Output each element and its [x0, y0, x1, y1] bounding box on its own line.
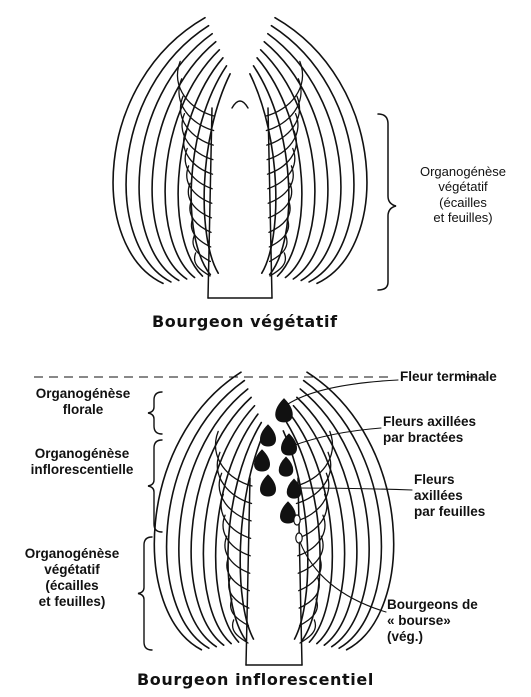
label-florale: Organogénèse florale: [28, 386, 138, 418]
label-vegetatif-bottom: Organogénèse végétatif (écailles et feui…: [14, 546, 130, 610]
bracket-inflorescentielle: [148, 440, 162, 532]
bracket-florale: [148, 392, 162, 434]
caption-inflorescence-bud: Bourgeon inflorescentiel: [137, 671, 374, 690]
bracket-vegetatif: [138, 537, 152, 650]
leaf-primordium: [227, 557, 249, 591]
leaf-primordium: [299, 557, 321, 591]
scale-arc: [154, 372, 241, 650]
scale-arc: [216, 414, 258, 642]
leaf-primordium: [297, 494, 327, 538]
flower-bud: [276, 399, 293, 422]
inflorescence-bud-drawing: [154, 372, 393, 665]
flower-bud: [261, 425, 276, 446]
label-inflorescentielle: Organogénèse inflorescentielle: [20, 446, 144, 478]
caption-vegetative-bud: Bourgeon végétatif: [152, 313, 338, 332]
vegetative-bud: [296, 533, 302, 543]
left-brackets: [138, 392, 162, 650]
leaf-primordium: [219, 473, 251, 521]
label-fleurs-feuilles: Fleurs axillées par feuilles: [414, 472, 485, 520]
leaf-primordium: [221, 494, 251, 538]
flower-bud: [261, 475, 276, 496]
scale-arc: [178, 58, 223, 276]
scale-arc: [275, 18, 367, 284]
scale-arc: [307, 372, 394, 650]
label-bourgeons-bourse: Bourgeons de « bourse» (vég.): [387, 597, 478, 645]
scale-arc: [113, 18, 205, 284]
leader-fleurs-feuilles: [298, 488, 412, 490]
label-fleur-terminale: Fleur terminale: [400, 369, 497, 385]
bracket-vegetative-top: [378, 114, 396, 290]
apex-dome: [232, 101, 248, 108]
vegetative-organogenesis-bracket: [378, 114, 396, 290]
leaf-primordium: [268, 148, 295, 188]
label-fleurs-bractees: Fleurs axillées par bractées: [383, 414, 476, 446]
vegetative-bud-drawing: [113, 18, 367, 298]
leaf-primordium: [297, 473, 329, 521]
flower-bud: [279, 457, 293, 476]
vegetative-label-top: Organogénèse végétatif (écailles et feui…: [398, 164, 528, 225]
scale-arc: [257, 58, 302, 276]
leaf-primordium: [185, 148, 212, 188]
vegetative-bud: [294, 515, 300, 525]
